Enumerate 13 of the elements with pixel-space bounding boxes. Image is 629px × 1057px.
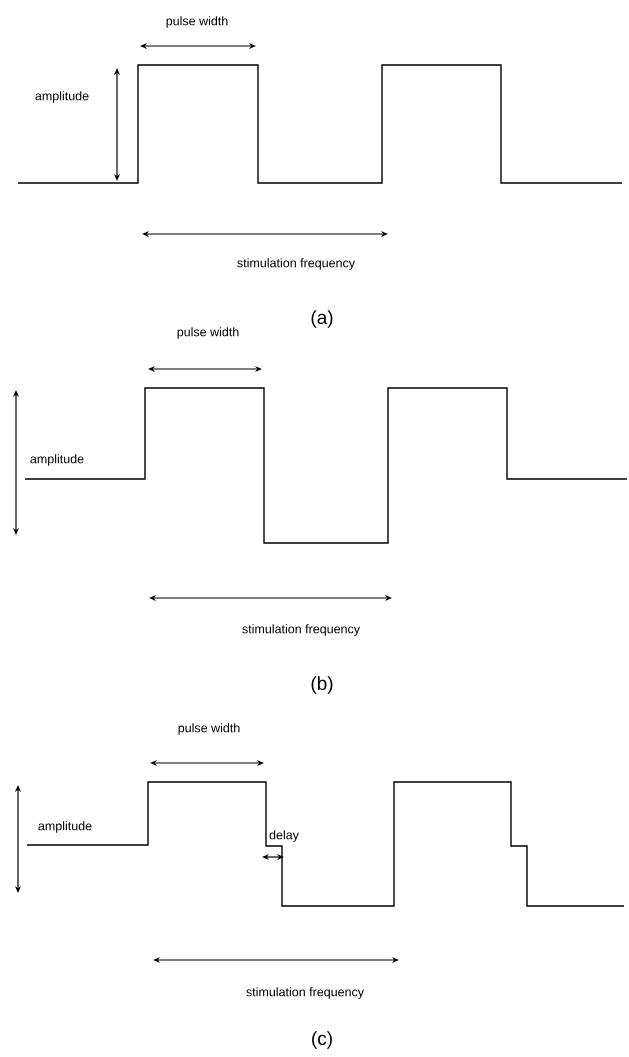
panel-label: (a) (311, 310, 333, 328)
dimension-label: amplitude (38, 821, 92, 833)
panel-label: (c) (312, 1031, 332, 1049)
dimension-label: pulse width (177, 327, 239, 339)
dimension-label: stimulation frequency (237, 258, 355, 270)
dimension-label: pulse width (166, 16, 228, 28)
dimension-label: stimulation frequency (242, 624, 360, 636)
dimension-label: delay (269, 830, 299, 842)
dimension-label: stimulation frequency (246, 987, 364, 999)
dimension-label: amplitude (30, 454, 84, 466)
dimension-label: amplitude (35, 91, 89, 103)
dimension-label: pulse width (178, 723, 240, 735)
panel-label: (b) (311, 676, 333, 694)
